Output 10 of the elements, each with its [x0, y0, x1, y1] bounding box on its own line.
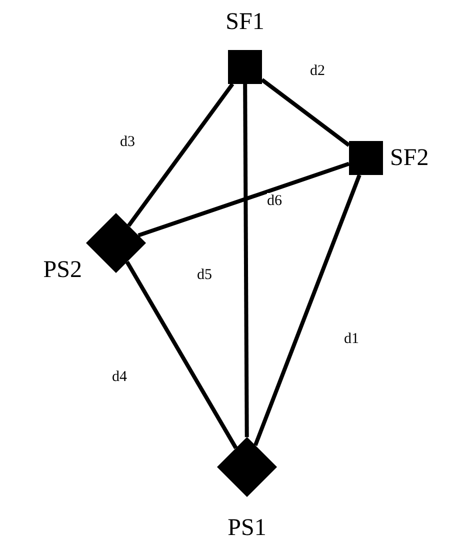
node-label: PS1 — [226, 514, 268, 542]
connector-line — [243, 84, 249, 438]
connector-line — [253, 174, 362, 446]
node-label: PS2 — [42, 256, 82, 284]
connector-line — [125, 260, 238, 450]
connector-line — [138, 162, 350, 238]
node-label: SF2 — [390, 144, 430, 172]
connector-line — [260, 78, 350, 147]
connector-line — [127, 82, 234, 227]
node-label: SF1 — [224, 8, 266, 36]
